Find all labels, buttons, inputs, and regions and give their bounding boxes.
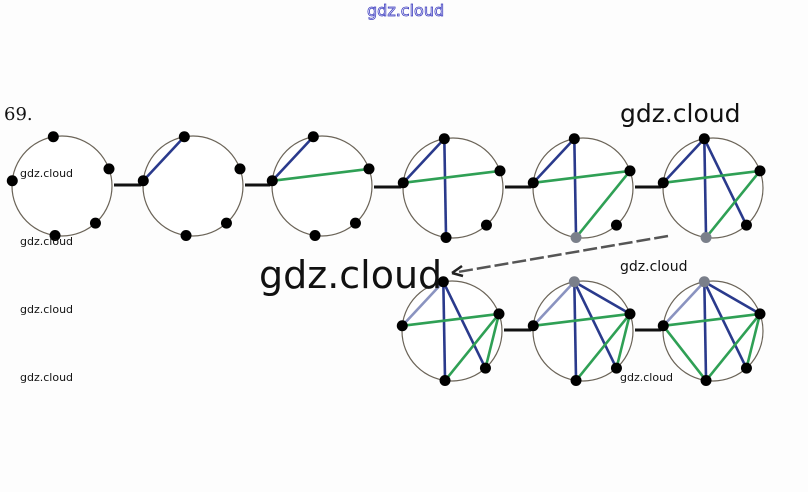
vertex-dot [624,308,636,320]
edge-green [662,324,708,382]
vertex-dot [740,362,752,374]
vertex-dot [349,217,361,229]
watermark: gdz.cloud [20,371,74,384]
vertex-dot [440,232,452,244]
watermark-large: gdz.cloud [259,253,443,297]
edge-blue [142,135,186,182]
edge-green [533,169,631,185]
edge-blue [402,137,446,184]
vertex-dot [6,175,18,187]
vertex-dot [494,165,506,177]
edge-blue [662,280,706,327]
vertex-dot [479,362,491,374]
edge-green [745,313,762,369]
watermark: gdz.cloud [620,259,688,275]
vertex-dot [570,232,582,244]
edge-blue [401,280,445,327]
edge-blue [703,138,748,226]
edge-blue [443,138,448,238]
watermark: gdz.cloud [20,303,74,316]
edge-green [575,170,631,239]
edge-green [484,313,501,369]
vertex-dot [89,217,101,229]
vertex-dot [234,163,246,175]
edge-blue [573,281,618,369]
vertex-dot [180,230,192,242]
vertex-dot [527,177,539,189]
edge-blue [442,281,447,381]
edge-green [402,312,500,328]
vertex-dot [700,375,712,387]
watermark-top: gdz.cloud [367,1,445,21]
vertex-dot [480,219,492,231]
vertex-dot [657,177,669,189]
watermark: gdz.cloud [20,167,74,180]
vertex-dot [363,163,375,175]
vertex-dot [220,217,232,229]
edge-blue [703,138,708,238]
edge-green [663,169,761,185]
edge-blue [662,137,706,184]
edge-green [272,167,370,183]
watermark: gdz.cloud [620,99,741,128]
vertex-dot [610,362,622,374]
edge-blue [703,281,708,381]
problem-number: 69. [4,104,33,125]
edge-blue [442,281,487,369]
vertex-dot [47,131,59,143]
vertex-dot [698,276,710,288]
vertex-dot [103,163,115,175]
vertex-dot [700,232,712,244]
vertex-dot [568,276,580,288]
edge-green [615,313,632,369]
edge-blue [532,137,576,184]
vertex-dot [397,177,409,189]
edge-green [533,312,631,328]
edge-blue [703,280,761,316]
vertex-dot [178,131,190,143]
vertex-dot [624,165,636,177]
vertex-dot [610,219,622,231]
vertex-dot [49,230,61,242]
vertex-dot [740,219,752,231]
edge-green [444,313,500,382]
vertex-dot [568,133,580,145]
vertex-dot [396,320,408,332]
edge-blue [573,280,631,316]
edge-green [403,169,501,185]
vertex-dot [307,131,319,143]
edge-blue [271,135,315,182]
watermark: gdz.cloud [620,371,674,384]
vertex-dot [437,276,449,288]
edge-green [663,312,761,328]
vertex-dot [754,165,766,177]
vertex-dot [754,308,766,320]
vertex-dot [657,320,669,332]
vertex-dot [438,133,450,145]
vertex-dot [527,320,539,332]
vertex-dot [570,375,582,387]
arrowhead-icon [451,264,464,278]
vertex-dot [137,175,149,187]
edge-blue [703,281,748,369]
vertex-dot [493,308,505,320]
vertex-dot [266,175,278,187]
edge-green [705,313,761,382]
vertex-dot [698,133,710,145]
edge-blue [573,281,578,381]
edge-green [575,313,631,382]
vertex-dot [309,230,321,242]
edge-blue [532,280,576,327]
vertex-dot [439,375,451,387]
edge-blue [573,138,578,238]
edge-green [705,170,761,239]
watermark: gdz.cloud [20,235,74,248]
